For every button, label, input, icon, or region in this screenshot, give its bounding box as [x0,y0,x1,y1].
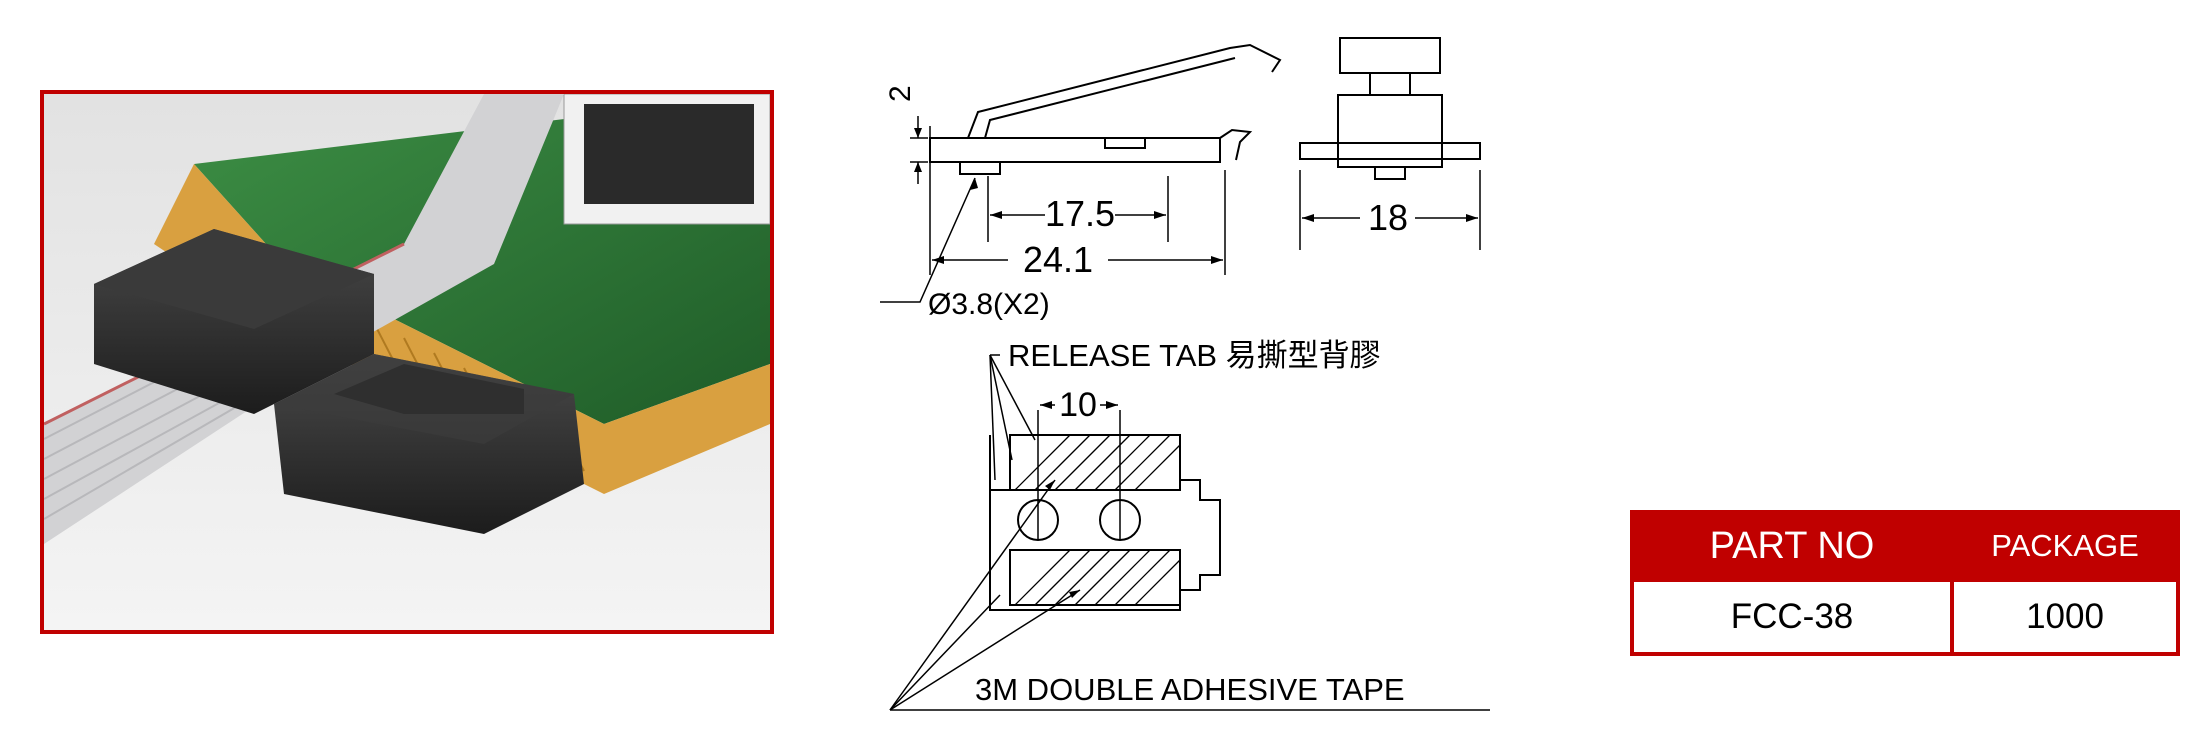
dim-hole-spacing: 17.5 [1045,193,1115,234]
table-header-row: PART NO PACKAGE [1630,510,2180,582]
clip-mounted [94,229,374,414]
technical-drawing: 2 17.5 24.1 18 Ø3.8(X2) RELEASE TAB 易撕型背… [880,37,1490,711]
dimension-arrows [914,128,1478,598]
gold-connector [154,164,770,494]
dim-tab: 10 [1059,386,1097,424]
header-package: PACKAGE [1950,510,2180,582]
dim-hole-diameter: Ø3.8(X2) [928,288,1050,321]
product-illustration [44,94,770,630]
side-view [929,43,1282,275]
header-part-no: PART NO [1630,510,1954,582]
tape-hatch [1014,434,1181,606]
cell-part-no: FCC-38 [1630,578,1954,656]
part-table: PART NO PACKAGE FCC-38 1000 [1630,510,2180,656]
dim-length: 24.1 [1023,239,1093,280]
dim-width: 18 [1368,197,1408,238]
table-row: FCC-38 1000 [1630,578,2180,656]
product-photo [40,90,774,634]
label-release-tab: RELEASE TAB 易撕型背膠 [1008,338,1381,373]
cell-package: 1000 [1950,578,2180,656]
clip-loose [274,354,584,534]
dim-height: 2 [884,85,917,102]
label-tape: 3M DOUBLE ADHESIVE TAPE [975,672,1405,707]
front-view [1299,37,1481,250]
